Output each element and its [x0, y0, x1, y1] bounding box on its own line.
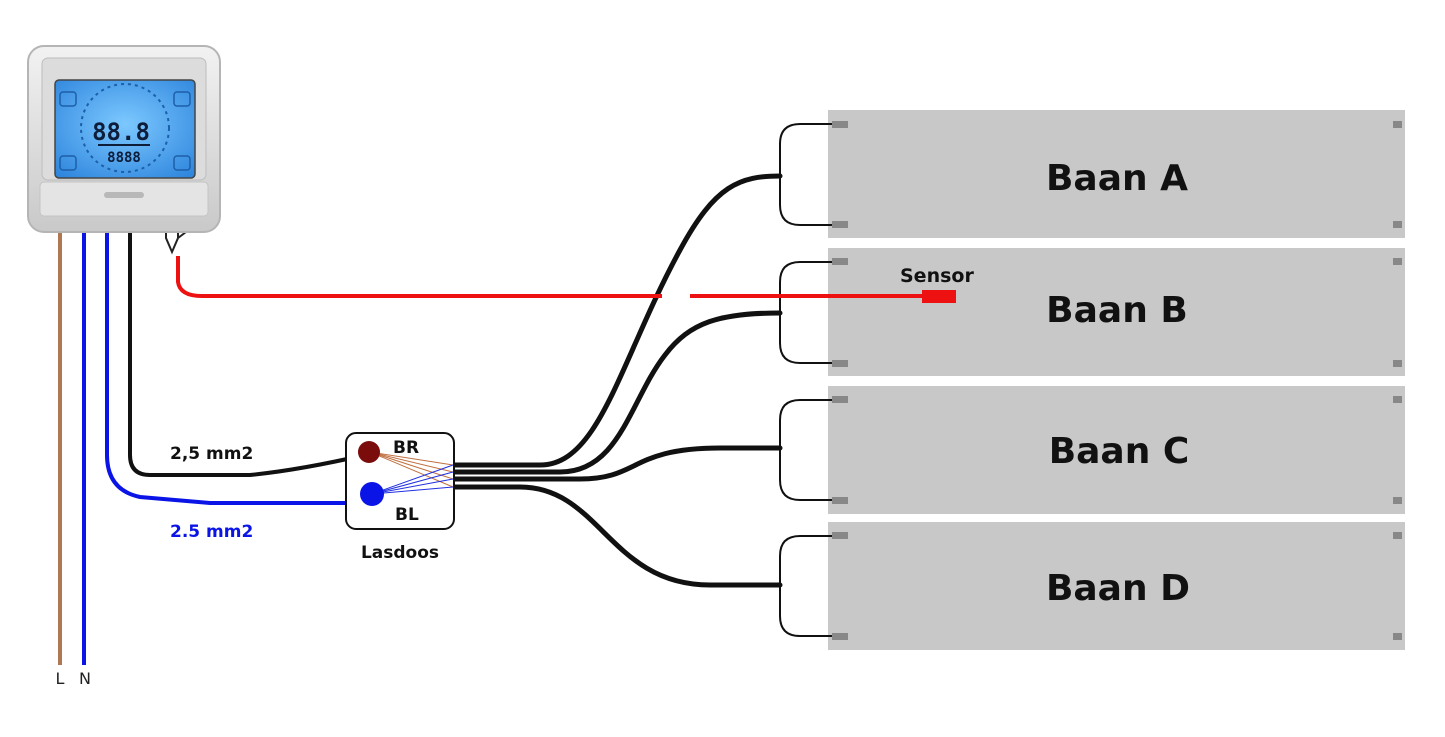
panel-connector — [832, 258, 848, 265]
live-label: L — [56, 669, 65, 688]
mode-icon[interactable] — [173, 91, 191, 107]
panel-connector — [1393, 258, 1402, 265]
lead-loop-d — [779, 535, 832, 637]
down-arrow-icon[interactable] — [59, 155, 77, 171]
panel-connector — [1393, 497, 1402, 504]
junction-box-label: Lasdoos — [361, 543, 439, 563]
load-wire-blue — [105, 230, 367, 505]
blue-cable-size-label: 2.5 mm2 — [170, 522, 253, 542]
junction-internal-wiring — [369, 451, 454, 495]
panel-body — [828, 386, 1405, 514]
junction-box: BR BL Lasdoos — [345, 432, 455, 563]
panel-connector — [832, 633, 848, 640]
up-arrow-icon[interactable] — [173, 155, 191, 171]
panel-label: Baan B — [1046, 290, 1188, 331]
panel-baan-c: Baan C — [828, 386, 1405, 514]
sensor-wire-fork — [165, 231, 187, 255]
power-icon[interactable] — [59, 91, 77, 107]
lcd-temperature-readout: 88.8 — [92, 118, 150, 146]
panel-baan-d: Baan D — [828, 522, 1405, 650]
panel-connector — [1393, 396, 1402, 403]
panel-body — [828, 522, 1405, 650]
panel-label: Baan A — [1046, 158, 1188, 199]
heating-panels: Baan A Baan B Baan C Baan D — [828, 110, 1405, 650]
panel-feed-cables — [450, 173, 783, 588]
thermostat-release-slot — [104, 192, 144, 198]
feed-cable-baan-d — [450, 484, 783, 588]
panel-label: Baan D — [1046, 568, 1190, 609]
panel-body — [828, 110, 1405, 238]
panel-connector — [1393, 532, 1402, 539]
lcd-time-readout: 8888 — [107, 150, 141, 166]
sensor-cable: Sensor — [165, 231, 974, 303]
panel-connector — [1393, 633, 1402, 640]
lead-loop-a — [779, 123, 832, 226]
thermostat-output-wires — [105, 230, 367, 505]
panel-body — [828, 248, 1405, 376]
sensor-label: Sensor — [900, 265, 974, 287]
lead-loop-c — [779, 399, 832, 501]
panel-label: Baan C — [1049, 431, 1190, 472]
panel-lead-loops — [779, 123, 832, 637]
panel-connector — [832, 121, 848, 128]
panel-baan-a: Baan A — [828, 110, 1405, 238]
lead-loop-b — [779, 261, 832, 364]
panel-connector — [832, 396, 848, 403]
panel-connector — [1393, 360, 1402, 367]
thermostat-lower-cover — [39, 181, 209, 217]
panel-connector — [1393, 121, 1402, 128]
mains-wires: L N — [56, 232, 91, 688]
thermostat-lcd-screen[interactable] — [54, 79, 196, 179]
neutral-label: N — [79, 669, 91, 688]
sensor-wire-segment — [176, 256, 662, 298]
brown-terminal — [358, 441, 380, 463]
blue-terminal-label: BL — [395, 505, 419, 525]
feed-cable-baan-c — [450, 445, 783, 482]
brown-terminal-label: BR — [393, 438, 419, 458]
feed-cable-baan-a — [450, 173, 783, 468]
feed-cable-baan-b — [450, 310, 783, 475]
panel-connector — [832, 532, 848, 539]
floor-sensor-probe — [922, 290, 956, 303]
panel-connector — [832, 221, 848, 228]
panel-baan-b: Baan B — [828, 248, 1405, 376]
blue-terminal — [360, 482, 384, 506]
load-wire-black — [128, 230, 367, 477]
panel-connector — [1393, 221, 1402, 228]
black-cable-size-label: 2,5 mm2 — [170, 444, 253, 464]
thermostat: 88.8 8888 — [27, 45, 221, 233]
panel-connector — [832, 360, 848, 367]
panel-connector — [832, 497, 848, 504]
